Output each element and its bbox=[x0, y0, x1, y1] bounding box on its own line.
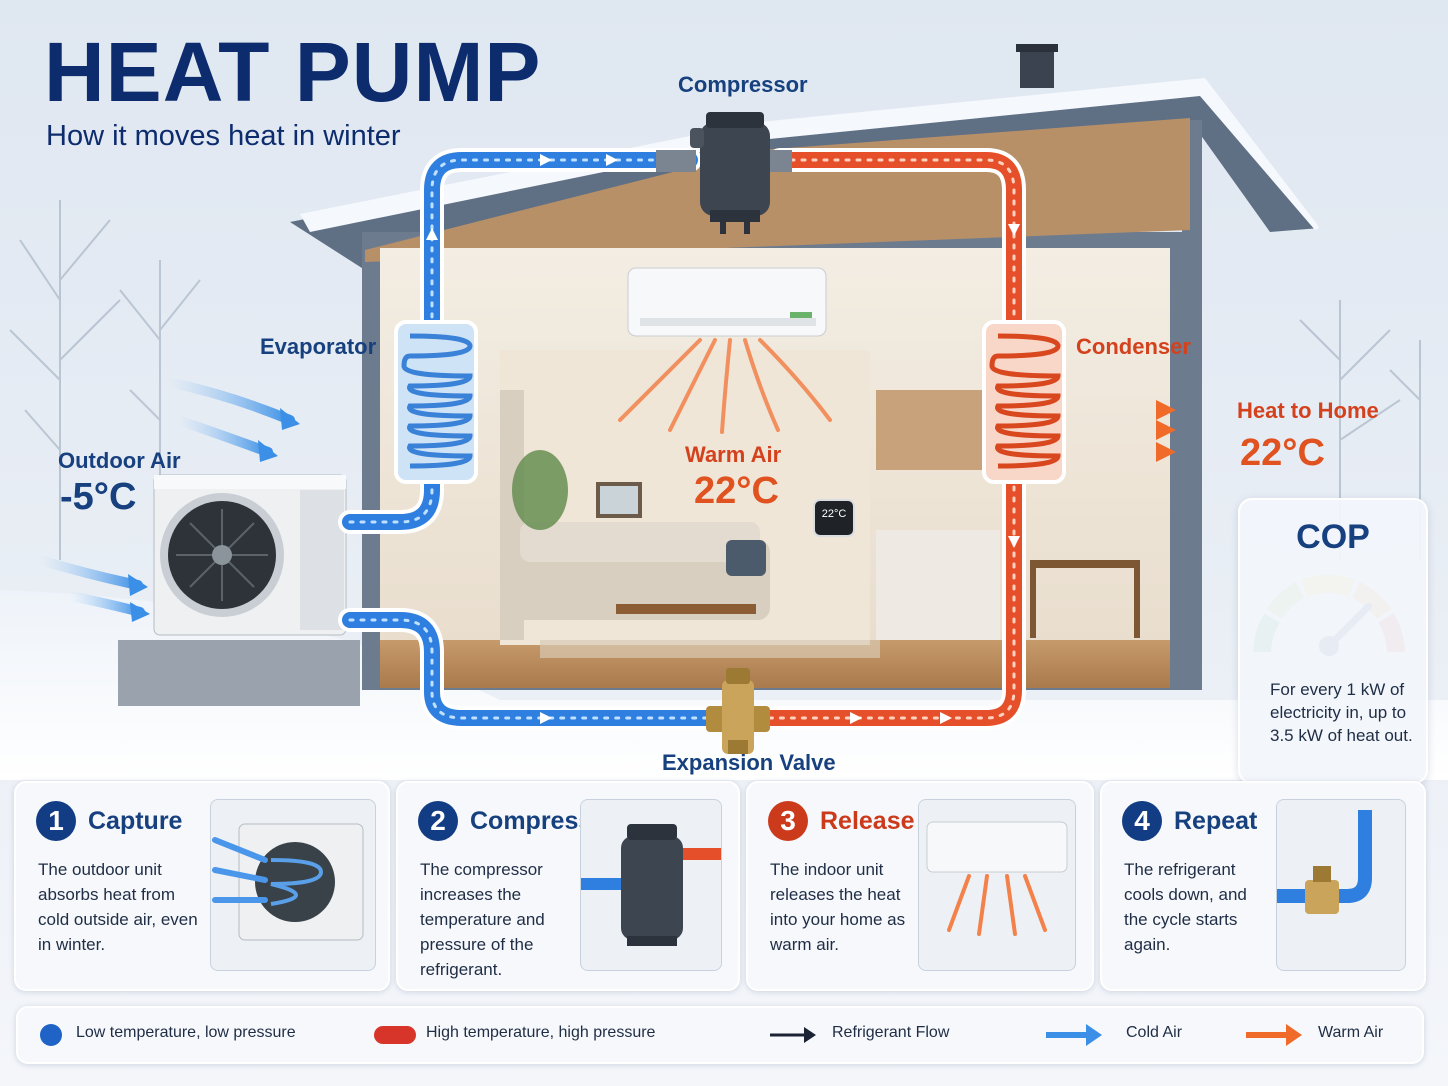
evaporator-label: Evaporator bbox=[260, 334, 377, 359]
legend-cold: Cold Air bbox=[1126, 1024, 1183, 1041]
step-title: Compress bbox=[470, 807, 593, 835]
cop-card: COP For every 1 kW of electricity in, up… bbox=[1238, 498, 1428, 784]
step-card-release: 3 Release The indoor unit releases the h… bbox=[746, 781, 1094, 991]
condenser-label: Condenser bbox=[1076, 334, 1191, 359]
legend: Low temperature, low pressure High tempe… bbox=[16, 1006, 1424, 1064]
heat-to-home-temp: 22°C bbox=[1240, 432, 1325, 474]
step-description: The refrigerant cools down, and the cycl… bbox=[1124, 860, 1247, 954]
thermostat bbox=[813, 499, 855, 537]
flow-arrow-icon bbox=[770, 1027, 816, 1043]
expansion-valve-label: Expansion Valve bbox=[662, 750, 836, 775]
outdoor-unit bbox=[118, 474, 360, 706]
expansion-valve-icon bbox=[706, 668, 770, 754]
step-number: 1 bbox=[36, 801, 76, 841]
step-number: 2 bbox=[418, 801, 458, 841]
step-description: The compressor increases the temperature… bbox=[420, 860, 545, 979]
cop-title: COP bbox=[1296, 518, 1370, 556]
compressor-label: Compressor bbox=[678, 72, 808, 97]
compressor-thumbnail-icon bbox=[580, 799, 722, 971]
step-card-capture: 1 Capture The outdoor unit absorbs heat … bbox=[14, 781, 390, 991]
outdoor-unit-thumbnail-icon bbox=[210, 799, 376, 971]
condenser-coil bbox=[982, 320, 1066, 484]
cold-air-arrowheads bbox=[128, 408, 300, 622]
flow-arrows bbox=[426, 154, 1020, 724]
page-subtitle: How it moves heat in winter bbox=[46, 120, 401, 152]
outdoor-air-temp: -5°C bbox=[60, 476, 137, 518]
cold-air-arrow-icon bbox=[1046, 1024, 1102, 1046]
page-title: HEAT PUMP bbox=[44, 25, 542, 119]
warm-air-temp: 22°C bbox=[694, 470, 779, 512]
valve-thumbnail-icon bbox=[1276, 799, 1406, 971]
evaporator-coil bbox=[394, 320, 478, 484]
legend-flow: Refrigerant Flow bbox=[832, 1024, 950, 1041]
cop-description: For every 1 kW of electricity in, up to … bbox=[1270, 680, 1413, 745]
indoor-unit-thumbnail-icon bbox=[918, 799, 1076, 971]
warm-air-lines bbox=[618, 338, 832, 434]
living-room-furniture bbox=[510, 450, 1140, 658]
snow-ground bbox=[0, 590, 1448, 780]
step-card-repeat: 4 Repeat The refrigerant cools down, and… bbox=[1100, 781, 1426, 991]
step-title: Capture bbox=[88, 807, 183, 835]
high-pressure-swatch-icon bbox=[374, 1026, 416, 1044]
outdoor-air-label: Outdoor Air bbox=[58, 448, 181, 473]
step-number: 4 bbox=[1122, 801, 1162, 841]
warm-air-label: Warm Air bbox=[685, 442, 782, 467]
indoor-ac-unit bbox=[627, 267, 827, 337]
winter-trees bbox=[9, 200, 1421, 560]
low-pressure-swatch-icon bbox=[40, 1024, 62, 1046]
heat-to-home-label: Heat to Home bbox=[1237, 398, 1379, 423]
warm-air-arrow-icon bbox=[1246, 1024, 1302, 1046]
step-title: Repeat bbox=[1174, 807, 1258, 835]
heat-to-home-arrowheads bbox=[1156, 400, 1176, 462]
legend-high: High temperature, high pressure bbox=[426, 1024, 656, 1041]
heat-to-home-arrows bbox=[1072, 406, 1160, 456]
step-title: Release bbox=[820, 807, 915, 835]
legend-warm: Warm Air bbox=[1318, 1024, 1384, 1041]
step-description: The indoor unit releases the heat into y… bbox=[770, 860, 906, 954]
compressor-icon bbox=[656, 112, 792, 234]
legend-low: Low temperature, low pressure bbox=[76, 1024, 296, 1041]
step-description: The outdoor unit absorbs heat from cold … bbox=[38, 860, 198, 954]
step-number: 3 bbox=[768, 801, 808, 841]
step-card-compress: 2 Compress The compressor increases the … bbox=[396, 781, 740, 991]
thermostat-reading: 22°C bbox=[821, 508, 847, 520]
